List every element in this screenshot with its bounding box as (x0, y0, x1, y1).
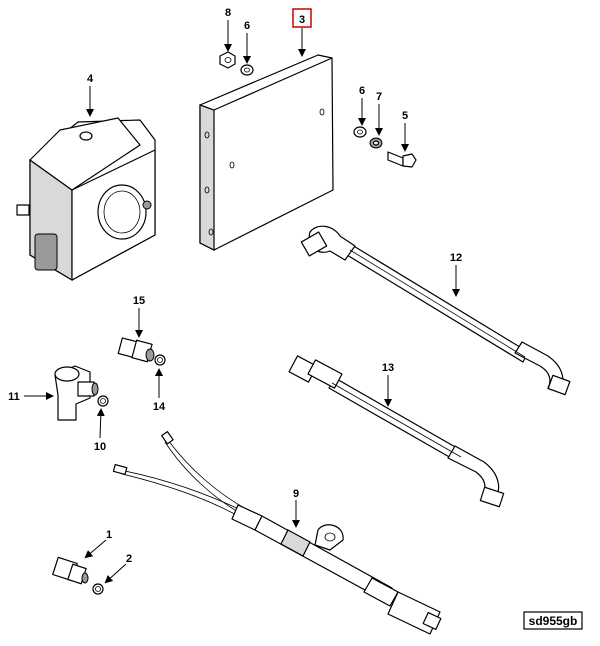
o-ring-10 (97, 395, 109, 407)
lock-washer-7 (369, 137, 383, 149)
hose-12 (300, 225, 571, 396)
callout-labels: 8 6 3 4 6 7 5 12 13 15 14 11 10 9 1 2 (8, 7, 462, 565)
washer-6-right (353, 126, 367, 138)
washer-6-top (240, 64, 254, 76)
callout-3-highlight (292, 8, 312, 28)
callout-2: 2 (126, 553, 132, 565)
callout-9: 9 (293, 488, 299, 500)
callout-14: 14 (153, 401, 166, 413)
mounting-plate (199, 54, 334, 251)
callout-1: 1 (106, 529, 112, 541)
callout-6-right: 6 (359, 85, 365, 97)
hose-13 (288, 355, 505, 508)
callout-6-top: 6 (244, 20, 250, 32)
module-housing (16, 117, 156, 282)
callout-8: 8 (225, 7, 231, 19)
drawing-code: sd955gb (529, 614, 578, 628)
o-ring-14 (154, 354, 166, 366)
callout-12: 12 (450, 252, 462, 264)
callout-4: 4 (87, 73, 94, 85)
callout-13: 13 (382, 362, 394, 374)
callout-10: 10 (94, 441, 106, 453)
drawing-code-box: sd955gb (523, 611, 583, 630)
callout-15: 15 (133, 295, 145, 307)
callout-11: 11 (8, 391, 20, 403)
nut-8 (219, 51, 236, 69)
fitting-1 (52, 556, 89, 585)
leader-lines (24, 20, 460, 584)
callout-5: 5 (402, 110, 408, 122)
callout-7: 7 (376, 91, 382, 103)
bolt-5 (387, 151, 417, 168)
o-ring-2 (92, 583, 104, 595)
elbow-fitting-11 (54, 365, 99, 421)
straight-connector-15 (117, 337, 155, 363)
wiring-harness-9 (112, 431, 442, 635)
callout-3: 3 (299, 14, 305, 26)
